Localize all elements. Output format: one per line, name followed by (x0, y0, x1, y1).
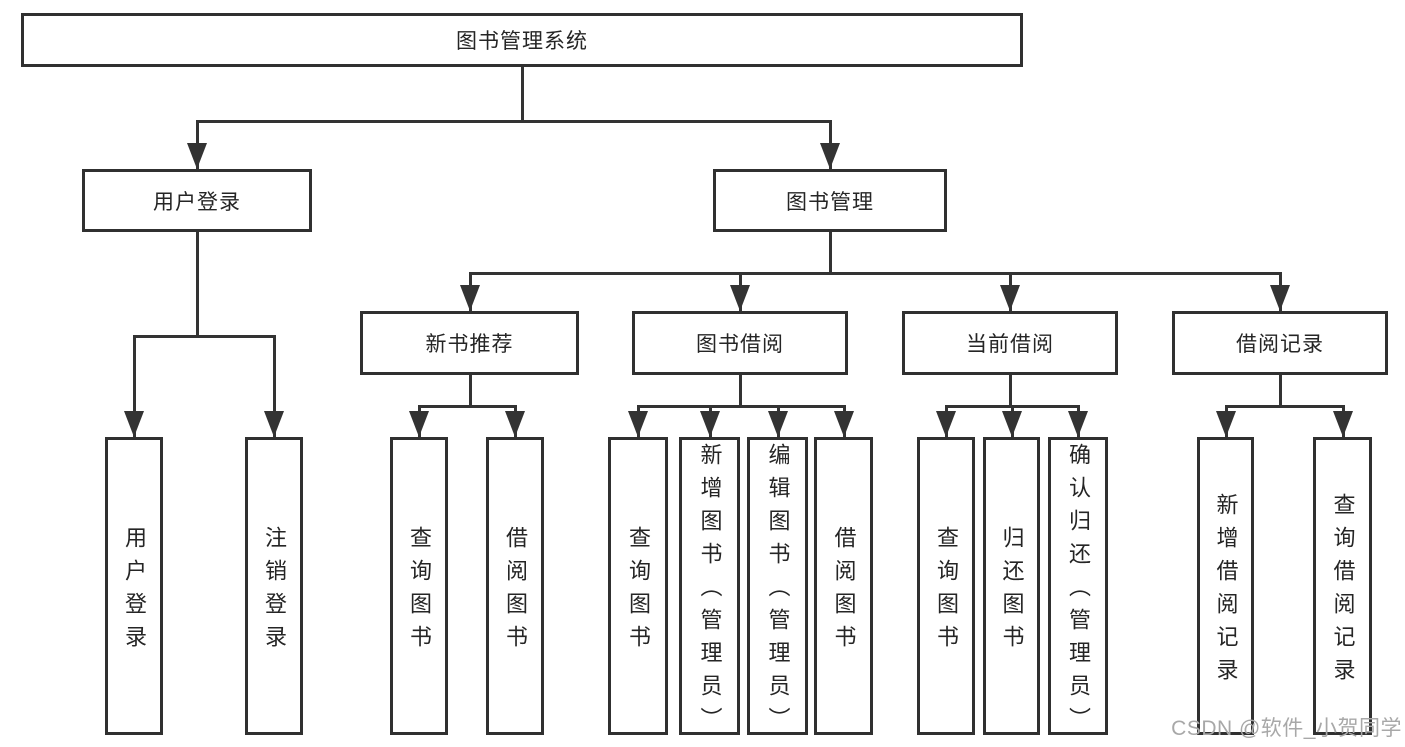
node-user-login: 用户登录 (82, 169, 312, 232)
arrowhead-v-add-record (1216, 411, 1236, 437)
arrowhead-v-confirm-return (1068, 411, 1088, 437)
node-label-book-mgmt: 图书管理 (786, 190, 874, 214)
node-v-query-book-1: 查询图书 (390, 437, 448, 735)
node-v-borrow-book-1: 借阅图书 (486, 437, 544, 735)
connector-stem-book-mgmt (829, 232, 832, 275)
arrowhead-new-book-rec (460, 285, 480, 311)
node-v-query-book-3: 查询图书 (917, 437, 975, 735)
node-v-logout: 注销登录 (245, 437, 303, 735)
connector-stem-user-login (196, 232, 199, 338)
connector-bus-borrow-records (1225, 405, 1345, 408)
node-v-confirm-return: 确认归还（管理员） (1048, 437, 1108, 740)
node-label-current-borrow: 当前借阅 (966, 333, 1054, 356)
node-label-v-edit-book: 编辑图书（管理员） (765, 443, 791, 740)
arrowhead-current-borrow (1000, 285, 1020, 311)
arrowhead-v-query-book-1 (409, 411, 429, 437)
connector-stem-root (521, 67, 524, 123)
arrowhead-book-mgmt (820, 143, 840, 169)
node-label-v-return-book: 归还图书 (999, 525, 1025, 658)
node-label-v-query-record: 查询借阅记录 (1330, 492, 1356, 691)
connector-drop-v-logout (273, 335, 276, 437)
connector-stem-book-borrow (739, 375, 742, 408)
connector-bus-root (196, 120, 832, 123)
node-root: 图书管理系统 (21, 13, 1023, 67)
node-v-add-book: 新增图书（管理员） (679, 437, 740, 740)
node-v-edit-book: 编辑图书（管理员） (747, 437, 808, 740)
node-label-v-query-book-1: 查询图书 (407, 525, 432, 658)
node-label-v-borrow-book-1: 借阅图书 (503, 525, 528, 658)
node-new-book-rec: 新书推荐 (360, 311, 579, 375)
node-label-v-add-book: 新增图书（管理员） (697, 443, 723, 740)
arrowhead-user-login (187, 143, 207, 169)
arrowhead-borrow-records (1270, 285, 1290, 311)
arrowhead-v-query-book-3 (936, 411, 956, 437)
connector-bus-book-borrow (637, 405, 846, 408)
node-label-root: 图书管理系统 (456, 30, 588, 53)
node-v-return-book: 归还图书 (983, 437, 1040, 735)
connector-stem-current-borrow (1009, 375, 1012, 408)
connector-stem-borrow-records (1279, 375, 1282, 408)
arrowhead-v-edit-book (768, 411, 788, 437)
node-label-v-add-record: 新增借阅记录 (1213, 492, 1239, 691)
connector-drop-v-user-login (133, 335, 136, 437)
node-label-new-book-rec: 新书推荐 (425, 333, 514, 356)
node-label-v-confirm-return: 确认归还（管理员） (1066, 443, 1091, 740)
node-borrow-records: 借阅记录 (1172, 311, 1388, 375)
arrowhead-v-borrow-book-1 (505, 411, 525, 437)
node-v-query-book-2: 查询图书 (608, 437, 668, 735)
connector-bus-book-mgmt (469, 272, 1282, 275)
arrowhead-v-user-login (124, 411, 144, 437)
node-label-book-borrow: 图书借阅 (696, 333, 784, 356)
arrowhead-book-borrow (730, 285, 750, 311)
connector-bus-new-book-rec (418, 405, 517, 408)
arrowhead-v-add-book (700, 411, 720, 437)
node-v-add-record: 新增借阅记录 (1197, 437, 1254, 735)
node-v-borrow-book-2: 借阅图书 (814, 437, 873, 735)
node-book-mgmt: 图书管理 (713, 169, 947, 232)
node-v-user-login: 用户登录 (105, 437, 163, 735)
node-label-borrow-records: 借阅记录 (1236, 333, 1324, 356)
arrowhead-v-query-book-2 (628, 411, 648, 437)
node-label-v-query-book-2: 查询图书 (626, 525, 651, 658)
node-label-user-login: 用户登录 (153, 190, 241, 214)
connector-bus-user-login (133, 335, 276, 338)
node-book-borrow: 图书借阅 (632, 311, 848, 375)
node-label-v-user-login: 用户登录 (122, 525, 147, 658)
arrowhead-v-borrow-book-2 (834, 411, 854, 437)
arrowhead-v-return-book (1002, 411, 1022, 437)
node-current-borrow: 当前借阅 (902, 311, 1118, 375)
csdn-watermark: CSDN @软件_小贺同学 (1171, 717, 1402, 740)
node-label-v-query-book-3: 查询图书 (934, 525, 959, 658)
arrowhead-v-logout (264, 411, 284, 437)
node-label-v-logout: 注销登录 (262, 525, 287, 658)
arrowhead-v-query-record (1333, 411, 1353, 437)
node-label-v-borrow-book-2: 借阅图书 (831, 525, 857, 658)
connector-stem-new-book-rec (469, 375, 472, 408)
node-v-query-record: 查询借阅记录 (1313, 437, 1372, 735)
